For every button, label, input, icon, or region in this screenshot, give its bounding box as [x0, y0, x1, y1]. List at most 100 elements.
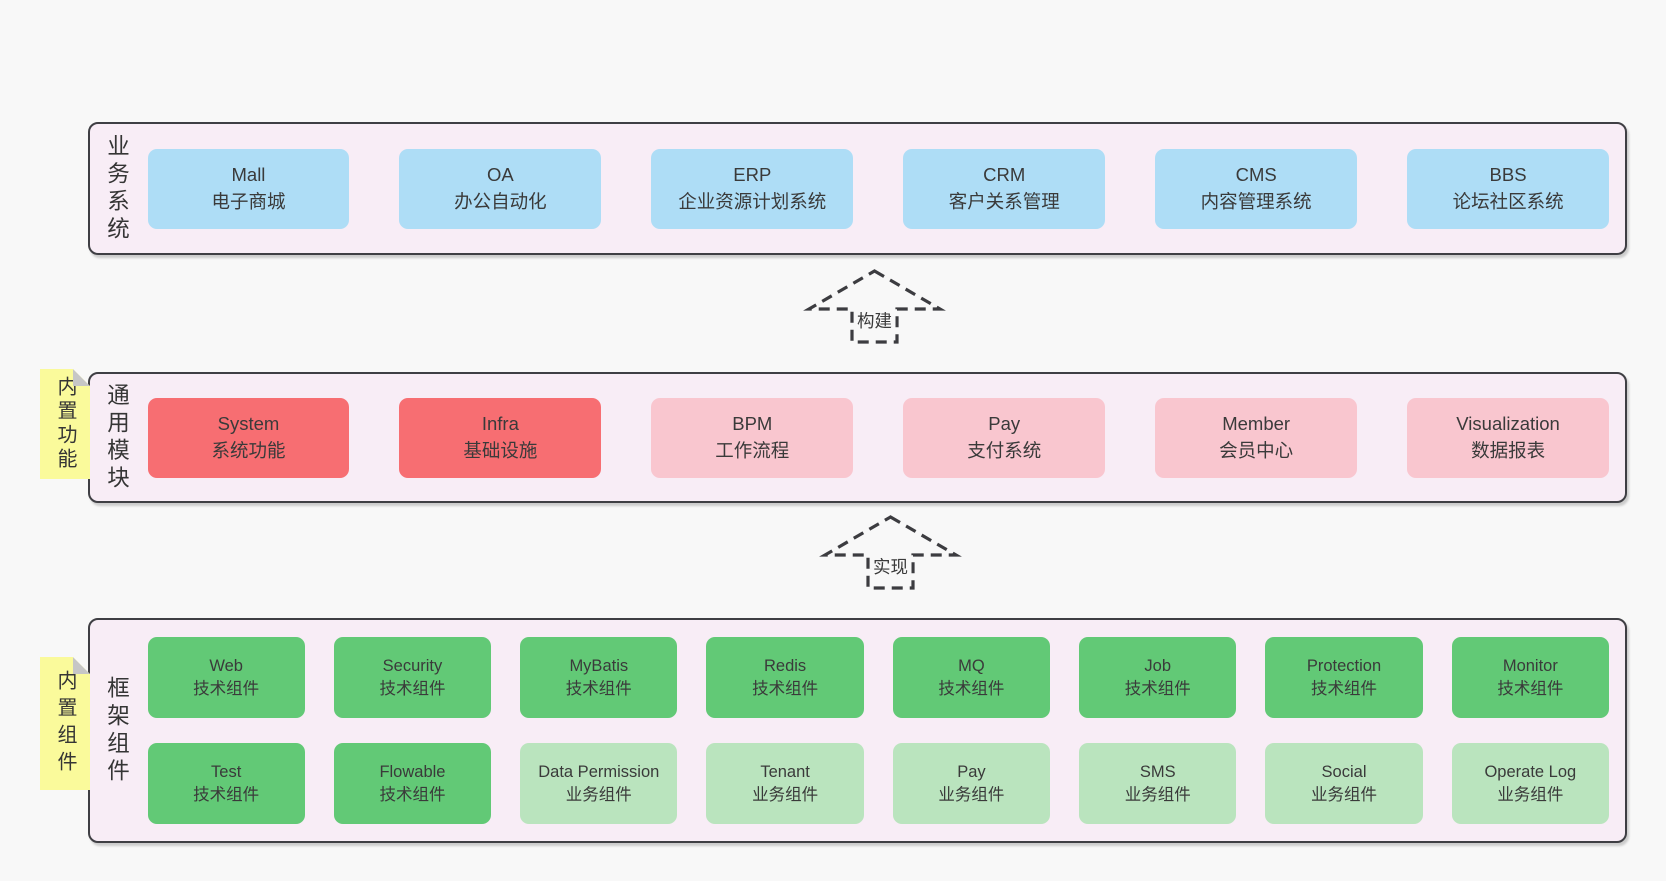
- box-name: Protection: [1306, 657, 1382, 676]
- build-arrow-label: 构建: [854, 311, 895, 332]
- component-box: Redis 技术组件: [706, 637, 864, 718]
- box-desc: 支付系统: [967, 439, 1042, 461]
- box-name: Member: [1222, 413, 1291, 435]
- box-desc: 技术组件: [193, 785, 260, 804]
- box-name: Mall: [231, 164, 266, 186]
- box-desc: 技术组件: [938, 679, 1005, 698]
- box-name: SMS: [1139, 763, 1176, 782]
- box-name: BPM: [732, 413, 773, 435]
- built-in-features-note-text: 内置功能: [54, 376, 76, 472]
- business-system-box: BBS 论坛社区系统: [1407, 148, 1610, 229]
- framework-components-rows: Web 技术组件 Security 技术组件 MyBatis 技术组件: [147, 620, 1626, 841]
- box-desc: 业务组件: [565, 785, 632, 804]
- component-box: Data Permission 业务组件: [520, 743, 678, 824]
- module-box: Pay 支付系统: [903, 397, 1106, 478]
- component-box: Web 技术组件: [147, 637, 305, 718]
- note-fold-icon: [73, 369, 90, 386]
- component-box: Monitor 技术组件: [1451, 637, 1609, 718]
- box-name: Visualization: [1456, 413, 1560, 435]
- component-box: Pay 业务组件: [892, 743, 1051, 824]
- box-name: Tenant: [760, 763, 810, 782]
- box-name: OA: [487, 164, 514, 186]
- box-desc: 系统功能: [211, 439, 286, 461]
- box-name: Web: [209, 657, 243, 676]
- module-box: System 系统功能: [147, 397, 350, 478]
- component-box: Job 技术组件: [1079, 637, 1237, 718]
- box-desc: 客户关系管理: [948, 190, 1060, 212]
- box-name: ERP: [733, 164, 772, 186]
- built-in-features-note: 内置功能: [40, 369, 90, 479]
- component-box: Security 技术组件: [333, 637, 492, 718]
- module-box: Visualization 数据报表: [1407, 397, 1610, 478]
- implement-arrow: 实现: [819, 512, 962, 592]
- box-name: Pay: [988, 413, 1021, 435]
- components-row-1: Web 技术组件 Security 技术组件 MyBatis 技术组件: [147, 637, 1609, 718]
- module-box: BPM 工作流程: [651, 397, 854, 478]
- box-name: Test: [211, 763, 242, 782]
- module-box: Infra 基础设施: [399, 397, 602, 478]
- business-systems-label: 业务系统: [104, 133, 130, 244]
- business-systems-boxes: Mall 电子商城 OA 办公自动化 ERP 企业资源计划系统 CRM 客户关系…: [147, 124, 1626, 253]
- box-desc: 办公自动化: [454, 190, 547, 212]
- box-desc: 技术组件: [752, 679, 819, 698]
- component-box: MyBatis 技术组件: [520, 637, 678, 718]
- component-box: Social 业务组件: [1265, 743, 1423, 824]
- box-name: Redis: [764, 657, 807, 676]
- box-name: MyBatis: [569, 657, 629, 676]
- box-desc: 技术组件: [1497, 679, 1564, 698]
- component-box: MQ 技术组件: [892, 637, 1051, 718]
- box-name: BBS: [1489, 164, 1527, 186]
- box-desc: 技术组件: [379, 785, 446, 804]
- implement-arrow-label: 实现: [870, 557, 911, 578]
- business-system-box: ERP 企业资源计划系统: [651, 148, 854, 229]
- box-name: Data Permission: [538, 763, 660, 782]
- box-desc: 技术组件: [193, 679, 260, 698]
- business-system-box: Mall 电子商城: [147, 148, 350, 229]
- box-name: MQ: [958, 657, 985, 676]
- built-in-components-note: 内置组件: [40, 657, 90, 790]
- up-block-arrow-icon: [819, 515, 962, 590]
- box-desc: 业务组件: [752, 785, 819, 804]
- box-desc: 基础设施: [463, 439, 538, 461]
- module-box: Member 会员中心: [1155, 397, 1358, 478]
- box-desc: 技术组件: [1311, 679, 1378, 698]
- box-desc: 技术组件: [565, 679, 632, 698]
- box-name: Social: [1321, 763, 1367, 782]
- box-name: Pay: [957, 763, 986, 782]
- built-in-components-note-text: 内置组件: [54, 669, 76, 778]
- common-modules-panel: 通用模块 System 系统功能 Infra 基础设施 BPM 工作流程: [88, 372, 1627, 503]
- box-name: CRM: [983, 164, 1026, 186]
- box-desc: 电子商城: [211, 190, 286, 212]
- box-desc: 业务组件: [1497, 785, 1564, 804]
- framework-components-panel: 框架组件 Web 技术组件 Security 技术组件 MyBatis: [88, 618, 1627, 843]
- component-box: Protection 技术组件: [1265, 637, 1423, 718]
- component-box: Test 技术组件: [147, 743, 305, 824]
- box-desc: 技术组件: [1124, 679, 1191, 698]
- business-system-box: OA 办公自动化: [399, 148, 602, 229]
- business-systems-panel: 业务系统 Mall 电子商城 OA 办公自动化 ERP 企业资源计划系统: [88, 122, 1627, 255]
- box-name: Security: [382, 657, 443, 676]
- box-name: Job: [1144, 657, 1172, 676]
- box-desc: 业务组件: [938, 785, 1005, 804]
- component-box: Operate Log 业务组件: [1451, 743, 1609, 824]
- components-row-2: Test 技术组件 Flowable 技术组件 Data Permission …: [147, 743, 1609, 824]
- box-name: CMS: [1235, 164, 1277, 186]
- business-system-box: CRM 客户关系管理: [903, 148, 1106, 229]
- box-desc: 业务组件: [1124, 785, 1191, 804]
- build-arrow: 构建: [803, 266, 946, 346]
- component-box: Flowable 技术组件: [333, 743, 492, 824]
- box-name: System: [217, 413, 280, 435]
- framework-components-label: 框架组件: [104, 675, 130, 786]
- box-desc: 内容管理系统: [1200, 190, 1312, 212]
- box-desc: 企业资源计划系统: [678, 190, 827, 212]
- box-name: Flowable: [379, 763, 446, 782]
- component-box: Tenant 业务组件: [706, 743, 864, 824]
- box-desc: 技术组件: [379, 679, 446, 698]
- box-name: Operate Log: [1484, 763, 1577, 782]
- box-desc: 会员中心: [1219, 439, 1294, 461]
- box-desc: 论坛社区系统: [1452, 190, 1564, 212]
- box-name: Monitor: [1502, 657, 1558, 676]
- common-modules-label: 通用模块: [104, 382, 130, 493]
- common-modules-boxes: System 系统功能 Infra 基础设施 BPM 工作流程 Pay 支付系统: [147, 374, 1626, 501]
- box-desc: 业务组件: [1311, 785, 1378, 804]
